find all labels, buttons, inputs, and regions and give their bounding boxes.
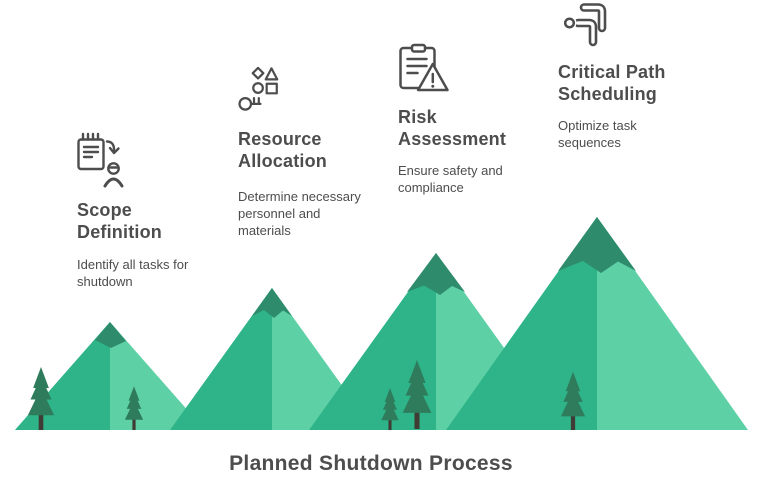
mountain-4-peak-cap [558,217,636,273]
step-risk-assessment: Risk Assessment Ensure safety and compli… [398,43,538,196]
mountain-2 [170,288,374,430]
shapes-sorting-icon [238,66,279,111]
step-heading: Risk Assessment [398,107,507,149]
tasklist-person-icon [77,132,124,188]
step-critical-path-scheduling: Critical Path Scheduling Optimize task s… [558,2,708,151]
step-description: Ensure safety and compliance [398,163,503,195]
mountain-1-peak-cap [95,322,126,348]
clipboard-warning-icon [399,43,449,92]
mountain-3-peak-cap [407,253,465,295]
step-heading: Scope Definition [77,200,162,242]
step-resource-allocation: Resource Allocation Determine necessary … [238,65,378,239]
mountain-2-left-face [170,288,272,430]
mountain-3-left-face [309,253,436,430]
step-heading: Resource Allocation [238,129,328,171]
mountain-4 [446,217,748,430]
mountain-2-peak-cap [252,288,292,318]
flow-connector-icon [562,3,607,47]
step-description: Optimize task sequences [558,118,637,150]
diagram-title: Planned Shutdown Process [229,452,513,475]
step-scope-definition: Scope Definition Identify all tasks for … [77,131,217,290]
step-description: Determine necessary personnel and materi… [238,189,361,238]
step-description: Identify all tasks for shutdown [77,257,189,289]
step-heading: Critical Path Scheduling [558,62,666,104]
